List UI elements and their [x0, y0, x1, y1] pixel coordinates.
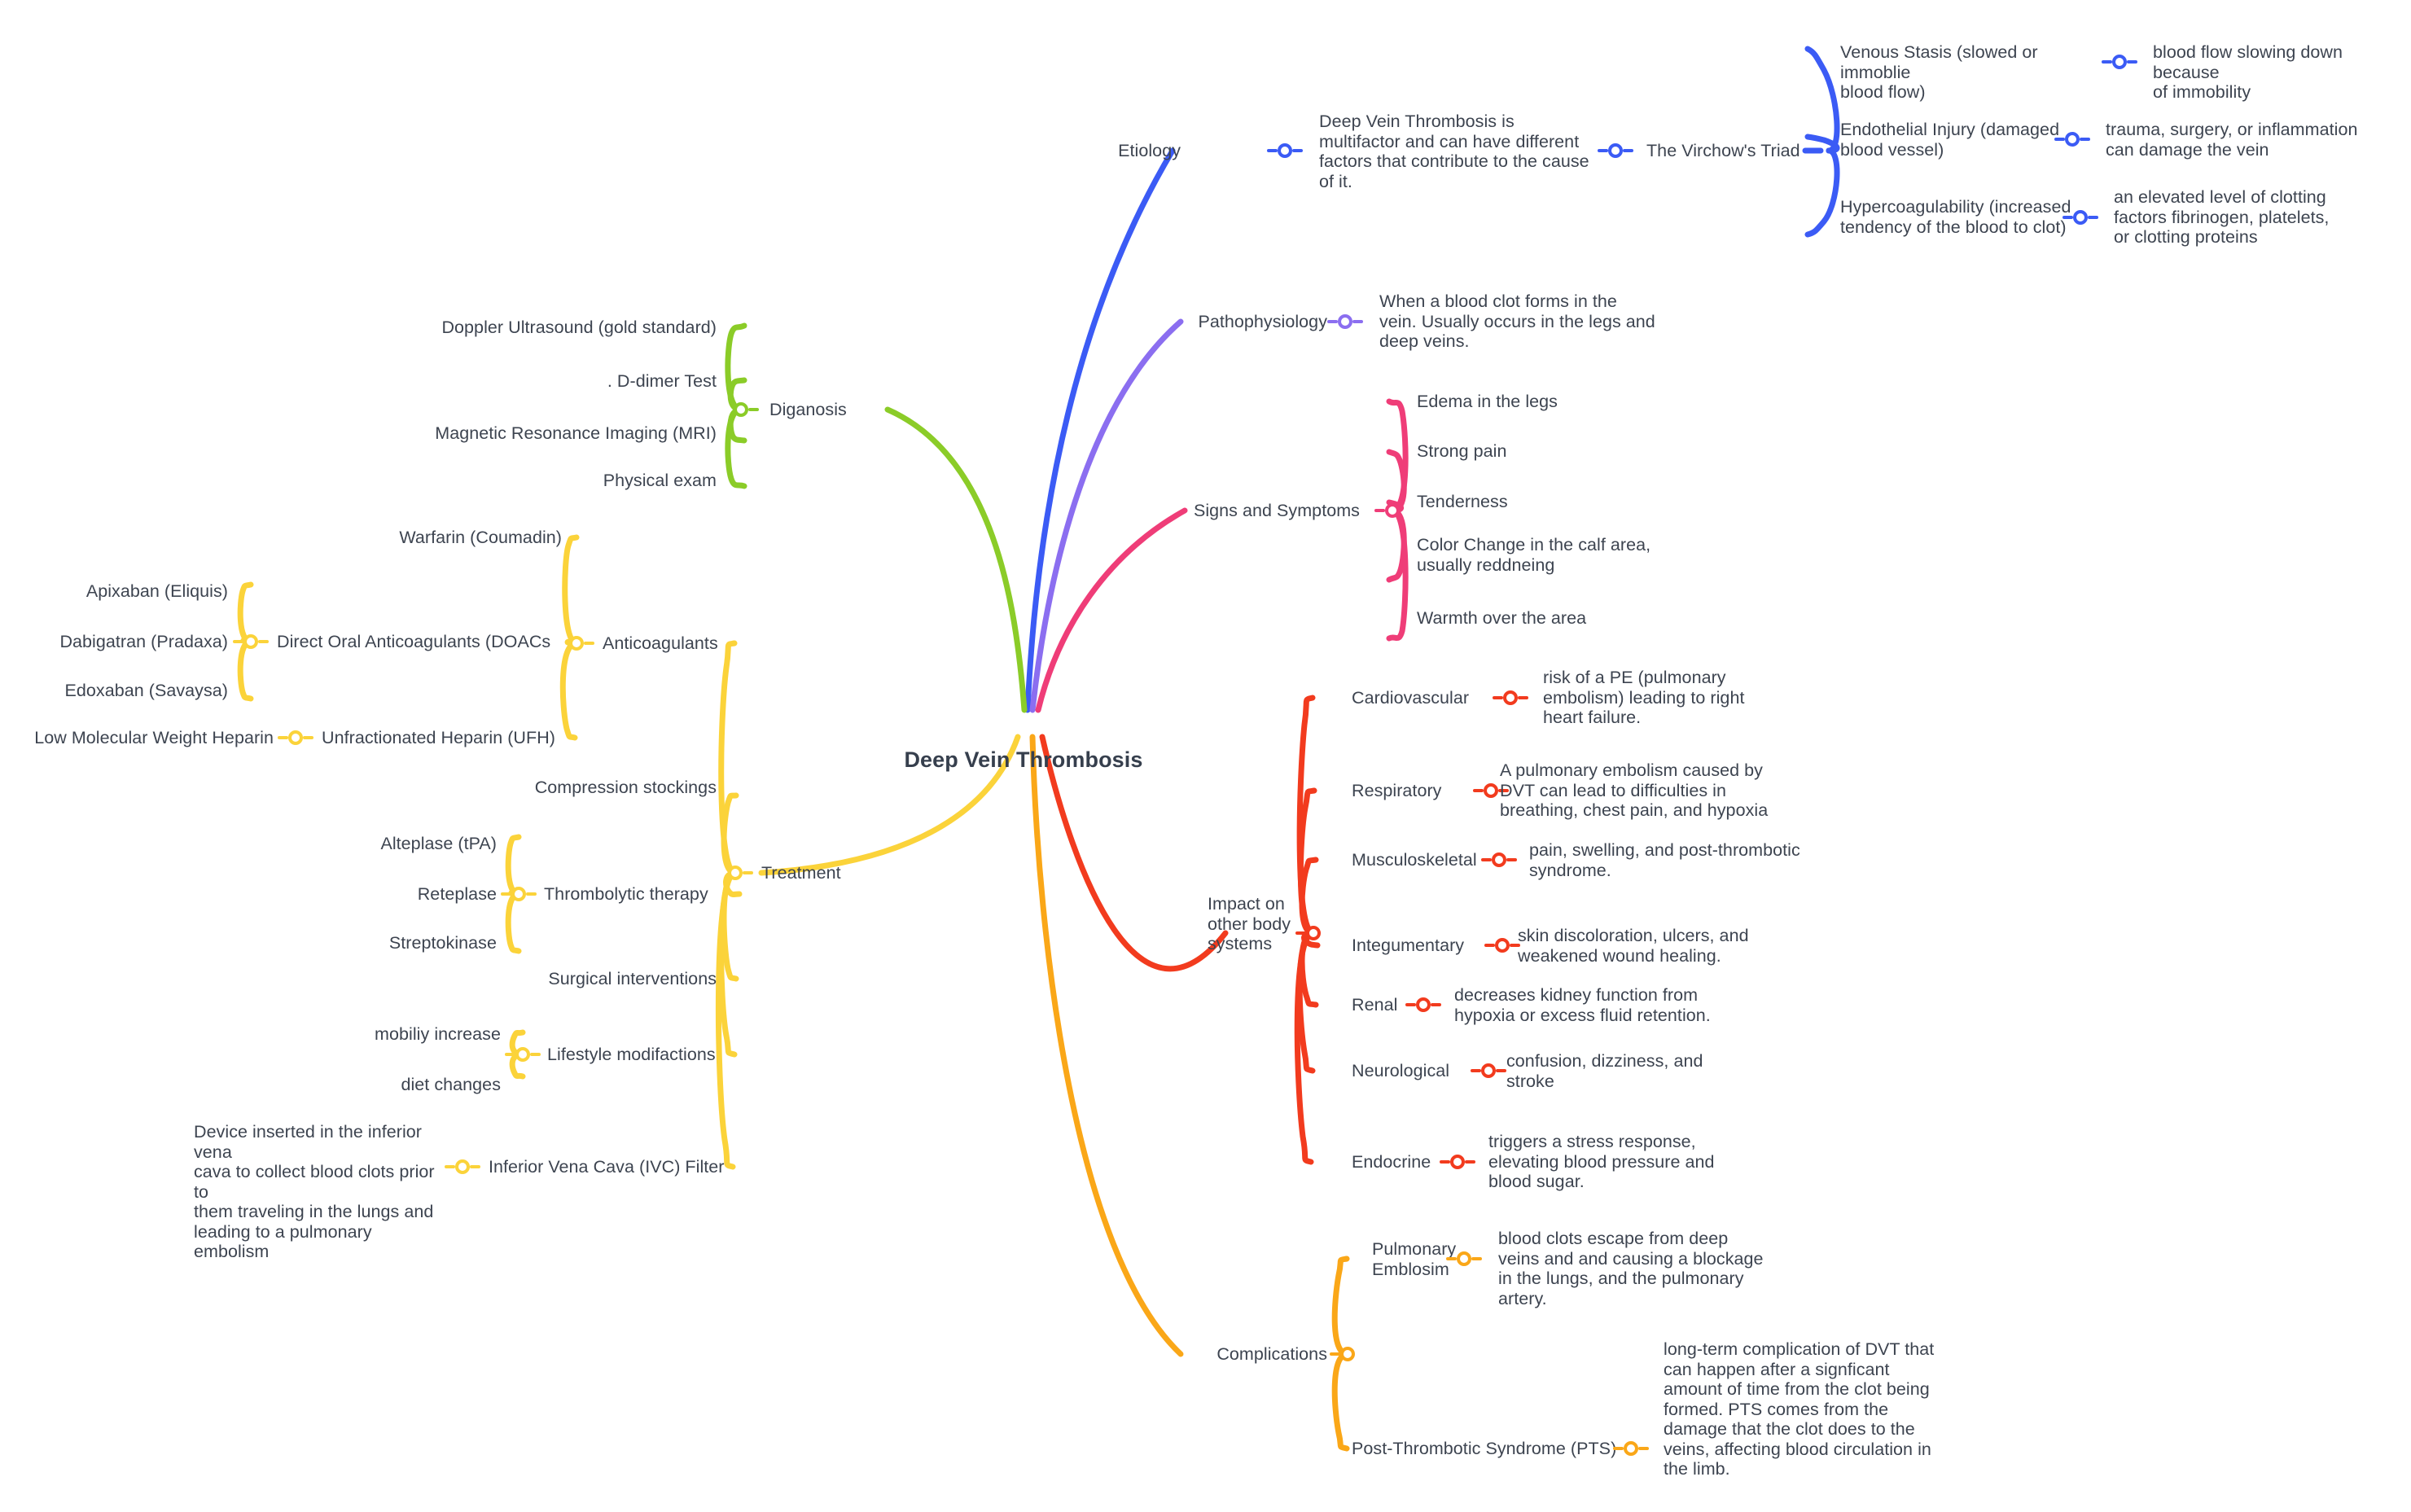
triad-note-2: trauma, surgery, or inflammation can dam…: [2106, 120, 2358, 160]
treatment-compression-stockings[interactable]: Compression stockings: [534, 778, 717, 797]
triad-item-label-3[interactable]: Hypercoagulability (increased tendency o…: [1840, 197, 2071, 237]
diagnosis-item-1[interactable]: Doppler Ultrasound (gold standard): [441, 318, 717, 337]
wire-anticoag-fan-ufh: [559, 640, 580, 741]
branch-label-treatment[interactable]: Treatment: [761, 863, 841, 883]
wire-treatment-fan-ivc: [715, 870, 739, 1170]
thrombolytic-item-3[interactable]: Streptokinase: [388, 933, 497, 953]
lifestyle-item-2[interactable]: diet changes: [401, 1075, 501, 1094]
branch-label-ufh[interactable]: Unfractionated Heparin (UFH): [322, 728, 555, 747]
branch-label-diagnosis[interactable]: Diganosis: [769, 400, 847, 419]
branch-label-pathophysiology[interactable]: Pathophysiology: [1198, 312, 1327, 331]
branch-label-etiology[interactable]: Etiology: [1118, 141, 1181, 160]
doac-item-2[interactable]: Dabigatran (Pradaxa): [59, 632, 228, 651]
thrombolytic-item-2[interactable]: Reteplase: [417, 884, 497, 904]
branch-label-complications[interactable]: Complications: [1216, 1344, 1327, 1364]
diagnosis-item-4[interactable]: Physical exam: [603, 471, 717, 490]
lifestyle-item-1[interactable]: mobiliy increase: [375, 1024, 501, 1044]
branch-label-impact[interactable]: Impact on other body systems: [1208, 894, 1291, 953]
root-node-title[interactable]: Deep Vein Thrombosis: [904, 747, 1143, 772]
wire-diagnosis-fan-1: [725, 322, 747, 413]
wire-doacs-fan-1: [237, 581, 254, 645]
wire-complications-fan-pe: [1331, 1256, 1351, 1357]
wire-treatment-fan-compression: [721, 792, 739, 876]
wire-impact-fan-endo: [1294, 930, 1317, 1165]
impact-note-5: decreases kidney function from hypoxia o…: [1454, 985, 1711, 1025]
thrombolytic-item-1[interactable]: Alteplase (tPA): [380, 834, 497, 853]
triad-note-3: an elevated level of clotting factors fi…: [2114, 187, 2330, 247]
signs-item-3[interactable]: Tenderness: [1417, 492, 1508, 511]
complications-note-1: blood clots escape from deep veins and a…: [1498, 1229, 1764, 1308]
wire-diagnosis-fan-4: [725, 406, 747, 489]
wire-root-diagnosis: [884, 406, 1028, 713]
treatment-surgical-interventions[interactable]: Surgical interventions: [548, 969, 717, 988]
impact-item-label-2[interactable]: Respiratory: [1352, 781, 1442, 800]
wire-signs-fan-2: [1386, 449, 1407, 514]
wire-root-signs: [1035, 507, 1188, 713]
note-pathophysiology: When a blood clot forms in the vein. Usu…: [1379, 291, 1655, 351]
complications-item-label-1[interactable]: Pulmonary Emblosim: [1372, 1239, 1457, 1279]
branch-label-thrombolytic[interactable]: Thrombolytic therapy: [544, 884, 708, 904]
diagnosis-item-3[interactable]: Magnetic Resonance Imaging (MRI): [435, 423, 717, 443]
wire-anticoag-fan-warfarin: [562, 534, 580, 646]
doac-item-3[interactable]: Edoxaban (Savaysa): [64, 681, 228, 700]
impact-note-6: confusion, dizziness, and stroke: [1506, 1051, 1703, 1091]
note-ivc-filter: Device inserted in the inferior vena cav…: [194, 1122, 435, 1261]
impact-note-7: triggers a stress response, elevating bl…: [1488, 1132, 1715, 1191]
wire-root-complications: [1029, 734, 1184, 1357]
impact-note-4: skin discoloration, ulcers, and weakened…: [1518, 926, 1749, 966]
signs-item-4[interactable]: Color Change in the calf area, usually r…: [1417, 535, 1651, 575]
wire-doacs-fan-3: [237, 638, 254, 702]
branch-label-signs-and-symptoms[interactable]: Signs and Symptoms: [1193, 501, 1360, 520]
impact-item-label-3[interactable]: Musculoskeletal: [1352, 850, 1477, 870]
wire-thrombo-fan-1: [505, 834, 522, 897]
impact-item-label-1[interactable]: Cardiovascular: [1352, 688, 1470, 708]
signs-item-1[interactable]: Edema in the legs: [1417, 392, 1558, 411]
branch-label-lifestyle[interactable]: Lifestyle modifactions: [547, 1045, 716, 1064]
impact-note-1: risk of a PE (pulmonary embolism) leadin…: [1543, 668, 1745, 727]
ufh-child-lmwh[interactable]: Low Molecular Weight Heparin: [34, 728, 274, 747]
wire-triad-fan-1: [1804, 46, 1840, 154]
wire-triad-fan-3: [1804, 147, 1840, 238]
note-etiology: Deep Vein Thrombosis is multifactor and …: [1319, 112, 1589, 191]
branch-label-ivc-filter[interactable]: Inferior Vena Cava (IVC) Filter: [489, 1157, 725, 1177]
anticoagulant-warfarin[interactable]: Warfarin (Coumadin): [399, 528, 562, 547]
wire-thrombo-fan-3: [505, 891, 522, 954]
wire-signs-fan-5: [1386, 507, 1409, 642]
wire-complications-fan-pts: [1331, 1351, 1351, 1452]
impact-note-3: pain, swelling, and post-thrombotic synd…: [1529, 840, 1800, 880]
complications-item-label-2[interactable]: Post-Thrombotic Syndrome (PTS): [1352, 1439, 1617, 1458]
branch-label-doacs[interactable]: Direct Oral Anticoagulants (DOACs: [277, 632, 551, 651]
impact-item-label-4[interactable]: Integumentary: [1352, 936, 1465, 955]
impact-item-label-5[interactable]: Renal: [1352, 995, 1398, 1015]
triad-item-label-2[interactable]: Endothelial Injury (damaged blood vessel…: [1840, 120, 2060, 160]
triad-item-label-1[interactable]: Venous Stasis (slowed or immoblie blood …: [1840, 42, 2038, 102]
branch-label-anticoagulants[interactable]: Anticoagulants: [603, 633, 718, 653]
wire-signs-fan-1: [1386, 398, 1409, 514]
impact-note-2: A pulmonary embolism caused by DVT can l…: [1500, 760, 1769, 820]
wire-treatment-fan-anticoag: [718, 640, 739, 876]
diagnosis-item-2[interactable]: . D-dimer Test: [607, 371, 717, 391]
complications-note-2: long-term complication of DVT that can h…: [1664, 1339, 1935, 1479]
impact-item-label-6[interactable]: Neurological: [1352, 1061, 1450, 1080]
triad-note-1: blood flow slowing down because of immob…: [2153, 42, 2343, 102]
signs-item-5[interactable]: Warmth over the area: [1417, 608, 1587, 628]
wire-signs-fan-4: [1386, 507, 1407, 583]
wire-root-etiology: [1024, 147, 1176, 713]
branch-label-virchow-triad[interactable]: The Virchow's Triad: [1646, 141, 1800, 160]
signs-item-2[interactable]: Strong pain: [1417, 441, 1507, 461]
doac-item-1[interactable]: Apixaban (Eliquis): [85, 581, 228, 601]
impact-item-label-7[interactable]: Endocrine: [1352, 1152, 1431, 1172]
